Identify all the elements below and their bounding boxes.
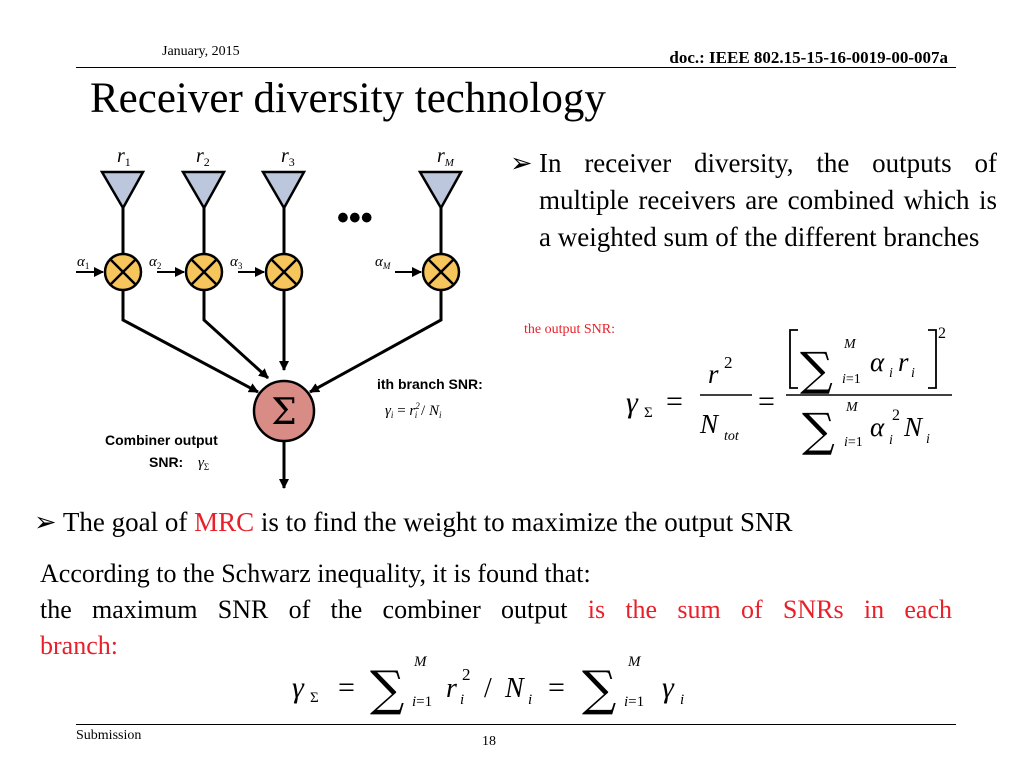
antenna-icon (417, 170, 464, 211)
svg-text:N: N (903, 412, 924, 442)
bullet-arrow-icon: ➢ (34, 507, 57, 537)
multiplier-icon (264, 252, 304, 292)
header-date: January, 2015 (162, 44, 240, 59)
receiver-label-r2: r2 (196, 145, 210, 169)
combiner-node: Σ (252, 379, 316, 443)
page-number: 18 (482, 734, 496, 749)
header-doc-id: doc.: IEEE 802.15-15-16-0019-00-007a (669, 48, 948, 67)
svg-text:M: M (413, 654, 428, 670)
bullet-receiver-diversity-text: In receiver diversity, the outputs of mu… (539, 148, 997, 252)
svg-text:N: N (504, 673, 525, 704)
receiver-label-r3: r3 (281, 145, 295, 169)
svg-text:=: = (548, 671, 565, 704)
svg-text:tot: tot (724, 429, 740, 444)
svg-text:M: M (845, 400, 859, 415)
multiplier-icon (103, 252, 143, 292)
weight-label-aM: αM (375, 254, 391, 271)
svg-text:2: 2 (724, 353, 733, 372)
combiner-output-snr-label: SNR: (149, 454, 183, 470)
footer-submission: Submission (76, 728, 142, 743)
schwarz-line-2-red: is the sum of SNRs in each (587, 595, 952, 624)
svg-text:r: r (708, 359, 719, 389)
bullet-mrc-text-before: The goal of (62, 507, 195, 537)
svg-text:r: r (898, 347, 909, 377)
output-snr-label: the output SNR: (524, 322, 616, 337)
svg-text:i: i (460, 692, 464, 708)
svg-text:2: 2 (462, 665, 471, 684)
weight-label-a2: α2 (149, 254, 161, 271)
receiver-labels: r1 r2 r3 rM (117, 145, 455, 169)
receiver-label-r1: r1 (117, 145, 131, 169)
ellipsis-dots: ••• (337, 199, 373, 237)
svg-text:i=1: i=1 (624, 694, 644, 710)
svg-text:=: = (666, 385, 683, 418)
svg-text:Σ: Σ (310, 690, 319, 706)
svg-text:r: r (446, 673, 457, 704)
weight-label-a1: α1 (77, 254, 89, 271)
mrc-highlight: MRC (194, 507, 255, 537)
schwarz-line-1: According to the Schwarz inequality, it … (40, 559, 591, 588)
branch-snr-label: ith branch SNR: (377, 376, 483, 392)
svg-text:Σ: Σ (644, 405, 653, 421)
bullet-mrc-text-after: is to find the weight to maximize the ou… (254, 507, 793, 537)
svg-text:∑: ∑ (370, 661, 404, 717)
svg-text:γ: γ (626, 386, 639, 419)
svg-text:N: N (699, 409, 720, 439)
schwarz-line-2-black: the maximum SNR of the combiner output (40, 595, 588, 624)
svg-text:γ: γ (662, 671, 675, 704)
output-snr-formula: γ Σ = r 2 N tot = 2 ∑ M i=1 α i r i ∑ M … (626, 325, 952, 457)
header-rule (76, 67, 956, 68)
svg-text:∑: ∑ (582, 661, 616, 717)
svg-text:i=1: i=1 (842, 372, 861, 387)
weight-label-a3: α3 (230, 254, 243, 271)
combiner-output-symbol: γΣ (198, 455, 209, 472)
svg-text:M: M (627, 654, 642, 670)
multipliers (103, 252, 461, 292)
combiner-output-label: Combiner output (105, 432, 218, 448)
svg-text:∑: ∑ (802, 403, 835, 457)
antenna-icon (99, 170, 146, 211)
svg-text:2: 2 (938, 325, 946, 342)
antenna-icon (260, 170, 307, 211)
svg-text:M: M (843, 337, 857, 352)
svg-text:=: = (758, 385, 775, 418)
svg-text:i: i (889, 366, 893, 381)
bullet-mrc-goal: ➢ The goal of MRC is to find the weight … (34, 504, 793, 540)
svg-text:2: 2 (892, 407, 900, 424)
svg-text:i=1: i=1 (844, 435, 863, 450)
schwarz-paragraph: According to the Schwarz inequality, it … (40, 556, 952, 664)
svg-text:i=1: i=1 (412, 694, 432, 710)
svg-text:i: i (926, 432, 930, 447)
svg-text:i: i (911, 366, 915, 381)
svg-text:i: i (889, 433, 893, 448)
svg-text:i: i (680, 692, 684, 708)
receiver-label-rM: rM (437, 145, 455, 169)
schwarz-line-3: branch: (40, 631, 118, 660)
footer-rule (76, 724, 956, 725)
svg-text:i: i (528, 692, 532, 708)
svg-text:α: α (870, 412, 885, 442)
svg-text:∑: ∑ (800, 342, 833, 396)
max-snr-formula: γ Σ = ∑ M i=1 r 2 i / N i = ∑ M i=1 γ i (292, 654, 684, 717)
svg-text:/: / (484, 673, 492, 704)
receiver-diversity-diagram: r1 r2 r3 rM ••• α1 α2 α3 αM (76, 145, 483, 489)
schwarz-line-2: the maximum SNR of the combiner output i… (40, 592, 952, 628)
svg-text:α: α (870, 347, 885, 377)
slide-title: Receiver diversity technology (90, 75, 606, 122)
multiplier-icon (421, 252, 461, 292)
svg-text:γ: γ (292, 671, 305, 704)
antenna-icon (180, 170, 227, 211)
svg-text:=: = (338, 671, 355, 704)
antennas (99, 170, 464, 211)
combiner-sigma-icon: Σ (271, 392, 296, 433)
bullet-arrow-icon: ➢ (510, 148, 533, 178)
multiplier-icon (184, 252, 224, 292)
